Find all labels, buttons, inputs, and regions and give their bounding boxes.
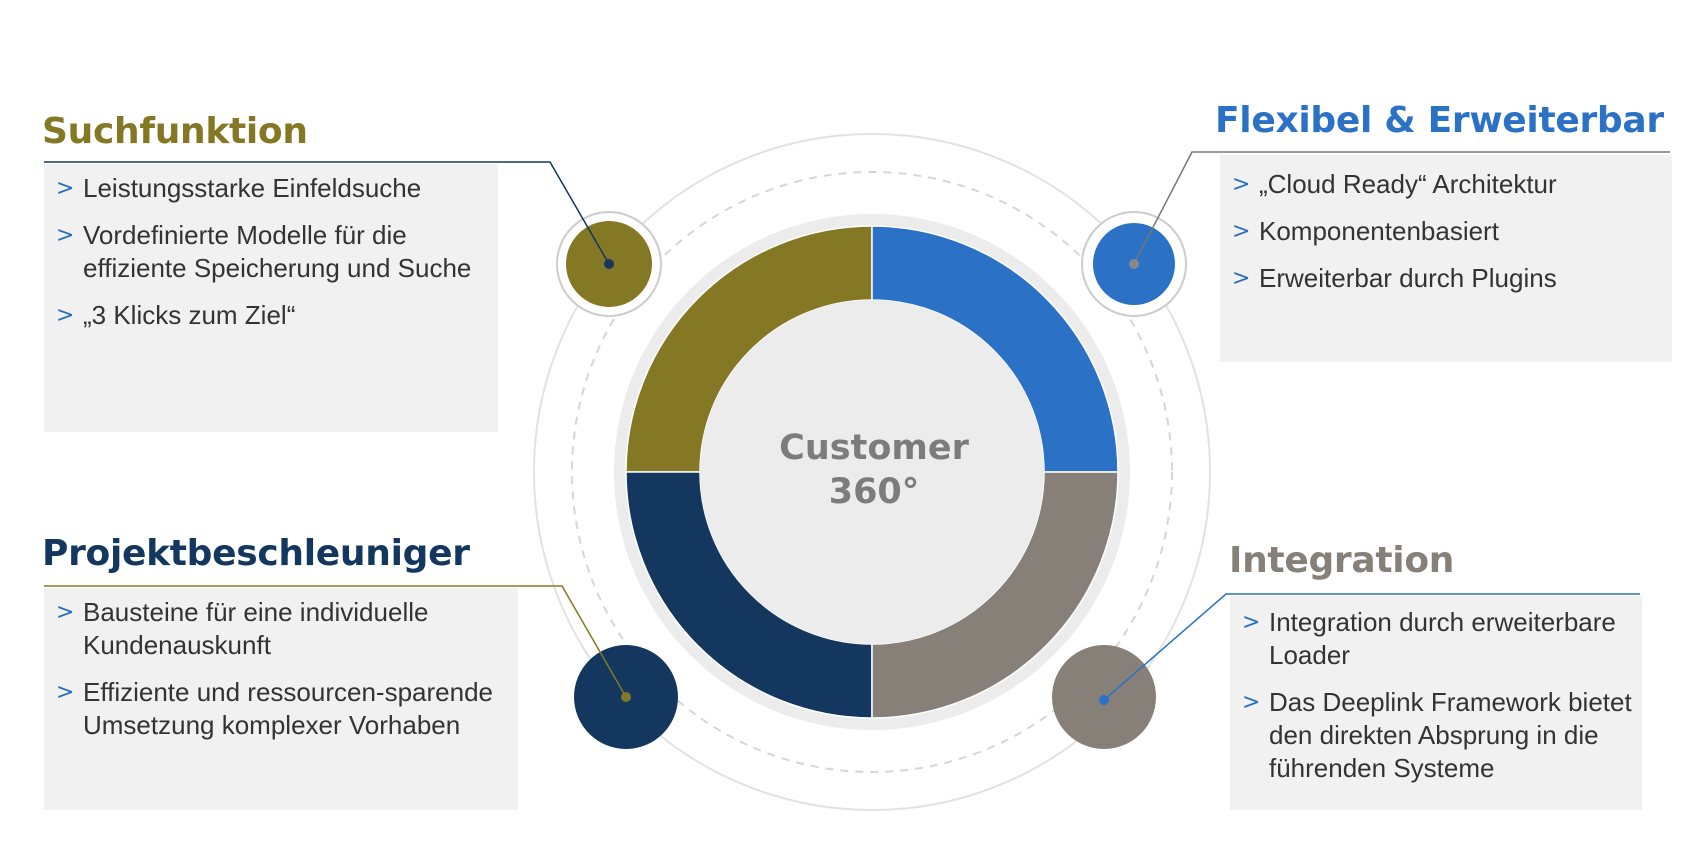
- connector-dot-flexibel: [1129, 259, 1139, 269]
- center-title-line2: 360°: [829, 472, 920, 512]
- heading-integration: Integration: [1229, 540, 1455, 581]
- list-item: >Integration durch erweiterbare Loader: [1242, 607, 1616, 670]
- chevron-right-icon: >: [1232, 172, 1251, 197]
- list-item: >Vordefinierte Modelle für die effizient…: [56, 220, 472, 283]
- list-projektbeschleuniger: >Bausteine für eine individuelle Kundena…: [46, 596, 496, 756]
- list-item: >Erweiterbar durch Plugins: [1232, 263, 1557, 293]
- list-flexibel: >„Cloud Ready“ Architektur >Komponentenb…: [1222, 168, 1662, 309]
- list-item: >Das Deeplink Framework bietet den direk…: [1242, 687, 1632, 783]
- connector-dot-projektbeschleuniger: [621, 692, 631, 702]
- center-title-line1: Customer: [779, 428, 969, 468]
- chevron-right-icon: >: [56, 600, 75, 625]
- connector-suchfunktion: [44, 161, 610, 265]
- connector-projektbeschleuniger: [44, 585, 627, 698]
- chevron-right-icon: >: [56, 223, 75, 248]
- list-item: >„Cloud Ready“ Architektur: [1232, 169, 1557, 199]
- list-item: >Leistungsstarke Einfeldsuche: [56, 173, 422, 203]
- panel-integration: [1230, 596, 1642, 810]
- heading-flexibel: Flexibel & Erweiterbar: [1215, 100, 1664, 141]
- heading-suchfunktion: Suchfunktion: [42, 111, 308, 152]
- list-item: >„3 Klicks zum Ziel“: [56, 300, 296, 330]
- list-integration: >Integration durch erweiterbare Loader >…: [1232, 606, 1632, 799]
- chevron-right-icon: >: [1232, 266, 1251, 291]
- donut-center: [700, 300, 1044, 644]
- outer-ring: [533, 133, 1211, 811]
- list-item: >Effiziente und ressourcen-sparende Umse…: [56, 677, 493, 740]
- chevron-right-icon: >: [56, 680, 75, 705]
- chevron-right-icon: >: [56, 176, 75, 201]
- heading-projektbeschleuniger: Projektbeschleuniger: [42, 533, 470, 574]
- connector-dot-suchfunktion: [604, 259, 614, 269]
- connector-flexibel: [1133, 151, 1670, 265]
- panel-projektbeschleuniger: [44, 588, 518, 810]
- chevron-right-icon: >: [1242, 690, 1261, 715]
- panel-suchfunktion: [44, 164, 498, 432]
- chevron-right-icon: >: [56, 303, 75, 328]
- panel-flexibel: [1220, 155, 1672, 362]
- list-item: >Bausteine für eine individuelle Kundena…: [56, 597, 429, 660]
- list-item: >Komponentenbasiert: [1232, 216, 1499, 246]
- chevron-right-icon: >: [1242, 610, 1261, 635]
- list-suchfunktion: >Leistungsstarke Einfeldsuche >Vordefini…: [46, 172, 486, 346]
- chevron-right-icon: >: [1232, 219, 1251, 244]
- connector-integration: [1103, 593, 1640, 701]
- connector-dot-integration: [1099, 695, 1109, 705]
- dashed-ring: [571, 171, 1173, 773]
